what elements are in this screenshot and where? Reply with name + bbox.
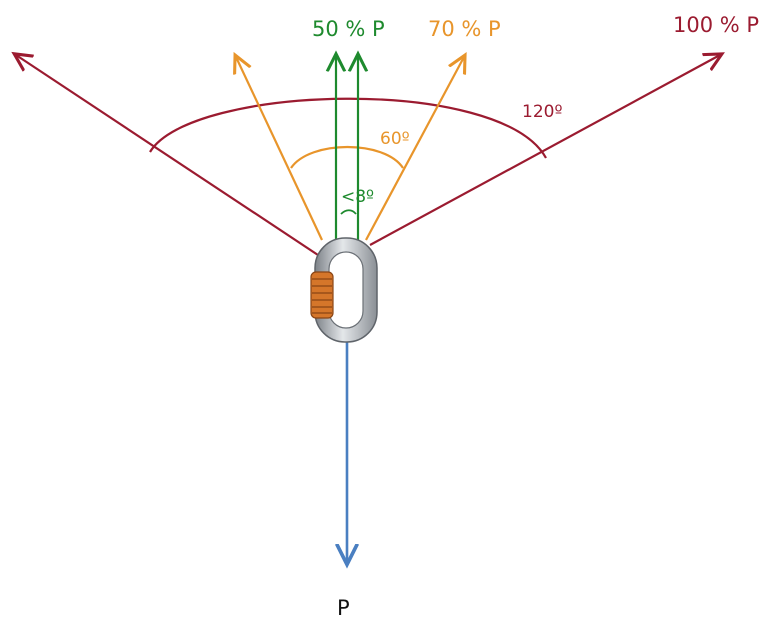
label-angle-orange: 60º [380, 129, 410, 149]
green-angle-arc [340, 209, 357, 215]
label-angle-green: <8º [341, 187, 374, 207]
red-left-arrow [16, 55, 319, 256]
orange-left-arrow [236, 57, 323, 241]
carabiner-icon [310, 237, 378, 343]
label-angle-red: 120º [522, 102, 562, 122]
orange-right-arrow [365, 57, 464, 241]
red-right-arrow [369, 55, 720, 246]
red-angle-arc [149, 97, 547, 159]
carabiner-gate-lock [310, 271, 334, 319]
orange-angle-arc [290, 145, 404, 169]
label-orange-force: 70 % P [428, 17, 501, 41]
label-load: P [337, 596, 350, 619]
label-red-force: 100 % P [673, 13, 759, 37]
label-green-force: 50 % P [312, 17, 385, 41]
